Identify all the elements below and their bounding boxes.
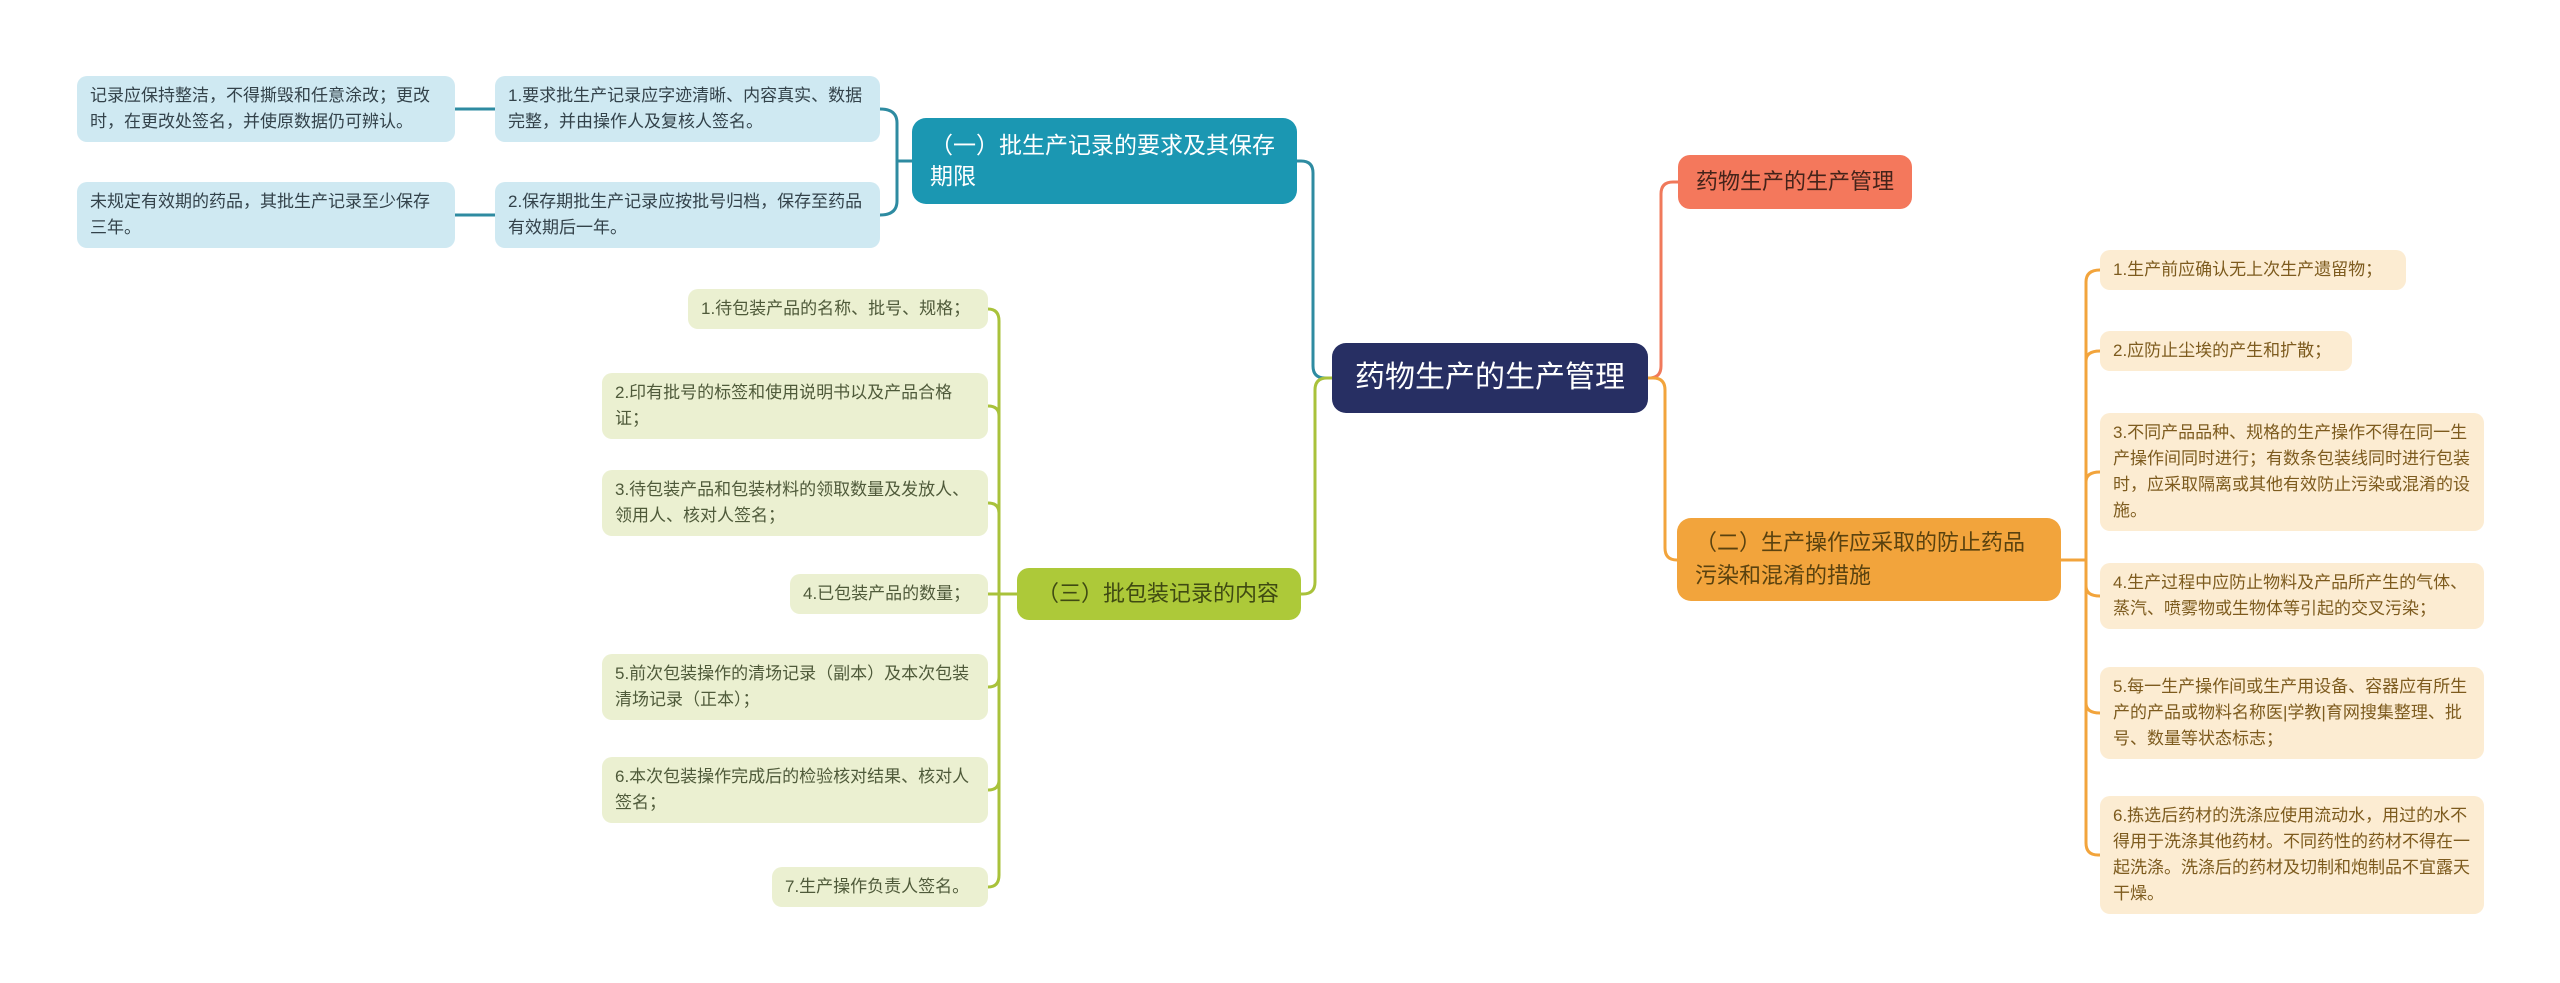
connector-packaging-stub5 [986, 675, 1001, 689]
branch2-topic-node[interactable]: （二）生产操作应采取的防止药品污染和混淆的措施 [1677, 518, 2061, 601]
records-item-2-node[interactable]: 2.保存期批生产记录应按批号归档，保存至药品有效期后一年。 [495, 182, 880, 248]
records-note-2-node[interactable]: 未规定有效期的药品，其批生产记录至少保存三年。 [77, 182, 455, 248]
packaging-item-2-node[interactable]: 2.印有批号的标签和使用说明书以及产品合格证； [602, 373, 988, 439]
connector-root-to-duplicate [1646, 180, 1680, 380]
connector-contamination-stub4 [2084, 584, 2102, 598]
connector-packaging-stub2 [986, 404, 1001, 418]
contamination-item-3-node[interactable]: 3.不同产品品种、规格的生产操作不得在同一生产操作间同时进行；有数条包装线同时进… [2100, 413, 2484, 531]
connector-packaging-stub6 [986, 778, 1001, 792]
packaging-item-3-node[interactable]: 3.待包装产品和包装材料的领取数量及发放人、领用人、核对人签名； [602, 470, 988, 536]
contamination-item-2-node[interactable]: 2.应防止尘埃的产生和扩散； [2100, 331, 2352, 371]
contamination-item-4-node[interactable]: 4.生产过程中应防止物料及产品所产生的气体、蒸汽、喷雾物或生物体等引起的交叉污染… [2100, 563, 2484, 629]
packaging-item-7-node[interactable]: 7.生产操作负责人签名。 [772, 867, 988, 907]
connector-contamination-stub3 [2084, 470, 2102, 484]
packaging-item-6-node[interactable]: 6.本次包装操作完成后的检验核对结果、核对人签名； [602, 757, 988, 823]
packaging-item-5-node[interactable]: 5.前次包装操作的清场记录（副本）及本次包装清场记录（正本）； [602, 654, 988, 720]
duplicate-title-node[interactable]: 药物生产的生产管理 [1678, 155, 1912, 209]
branch3-topic-node[interactable]: （三）批包装记录的内容 [1017, 568, 1301, 620]
connector-contamination-stub5 [2084, 701, 2102, 715]
connector-contamination-bracket [2084, 268, 2102, 857]
connector-contamination-stub2 [2084, 349, 2102, 363]
contamination-item-6-node[interactable]: 6.拣选后药材的洗涤应使用流动水，用过的水不得用于洗涤其他药材。不同药性的药材不… [2100, 796, 2484, 914]
connector-packaging-stub3 [986, 501, 1001, 515]
connector-root-to-branch3 [1299, 376, 1334, 596]
connector-item2-bracket [878, 159, 899, 217]
packaging-item-1-node[interactable]: 1.待包装产品的名称、批号、规格； [688, 289, 988, 329]
connector-root-to-branch2 [1646, 376, 1679, 562]
connector-packaging-bracket [986, 307, 1001, 889]
contamination-item-1-node[interactable]: 1.生产前应确认无上次生产遗留物； [2100, 250, 2406, 290]
connector-branch1-to-root [1295, 159, 1334, 380]
contamination-item-5-node[interactable]: 5.每一生产操作间或生产用设备、容器应有所生产的产品或物料名称医|学教|育网搜集… [2100, 667, 2484, 759]
records-note-1-node[interactable]: 记录应保持整洁，不得撕毁和任意涂改；更改时，在更改处签名，并使原数据仍可辨认。 [77, 76, 455, 142]
packaging-item-4-node[interactable]: 4.已包装产品的数量； [790, 574, 988, 614]
connector-item1-bracket [878, 107, 899, 163]
central-topic-node[interactable]: 药物生产的生产管理 [1332, 343, 1648, 413]
branch1-topic-node[interactable]: （一）批生产记录的要求及其保存期限 [912, 118, 1297, 204]
records-item-1-node[interactable]: 1.要求批生产记录应字迹清晰、内容真实、数据完整，并由操作人及复核人签名。 [495, 76, 880, 142]
